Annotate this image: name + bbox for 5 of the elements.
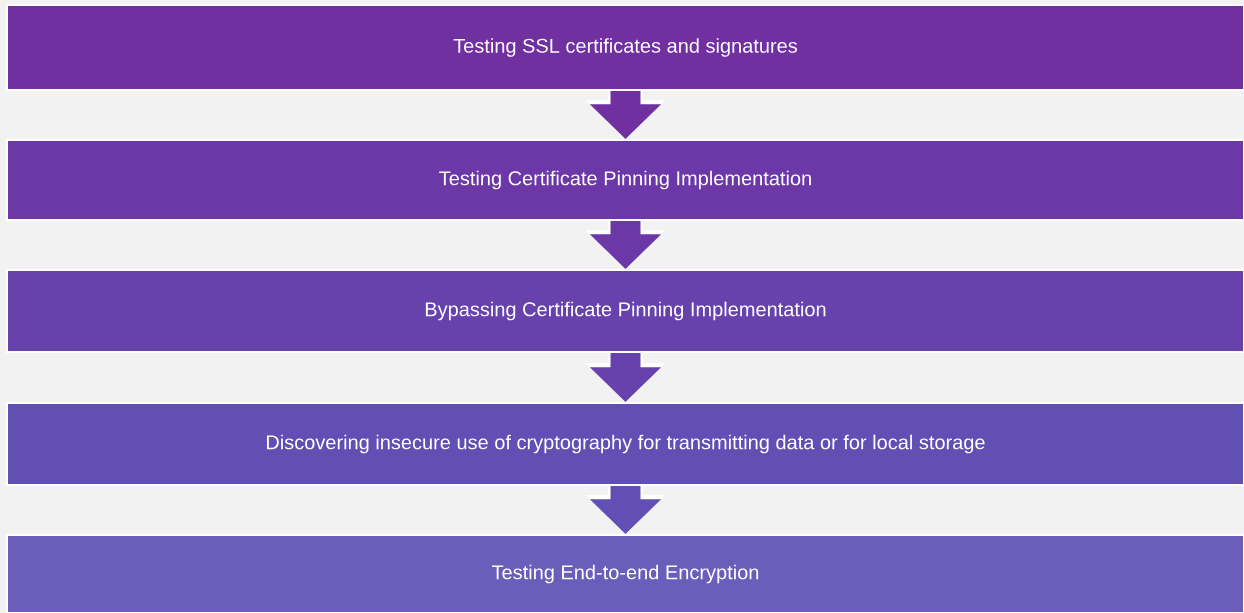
process-box: Discovering insecure use of cryptography for transmitting data or for local storage (6, 402, 1244, 486)
process-box: Bypassing Certificate Pinning Implementation (6, 269, 1244, 353)
process-box: Testing End-to-end Encryption (6, 534, 1244, 613)
process-box: Testing Certificate Pinning Implementation (6, 139, 1244, 221)
process-box: Testing SSL certificates and signatures (6, 4, 1244, 91)
